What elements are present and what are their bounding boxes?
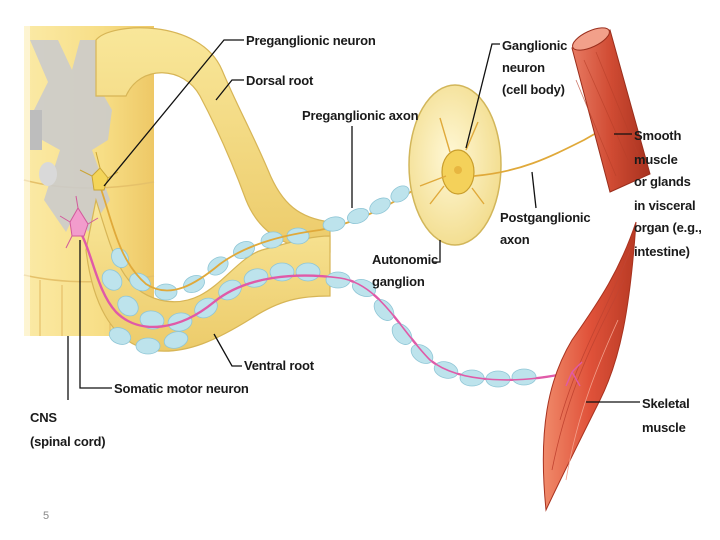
label-smooth-muscle-5: organ (e.g., bbox=[634, 220, 702, 235]
label-ganglionic-neuron-1: Ganglionic bbox=[502, 38, 567, 53]
label-autonomic-ganglion-1: Autonomic bbox=[372, 252, 438, 267]
somatic-myelin-distal bbox=[325, 271, 537, 388]
label-preganglionic-axon: Preganglionic axon bbox=[302, 108, 419, 123]
label-smooth-muscle-1: Smooth bbox=[634, 128, 681, 143]
label-smooth-muscle-2: muscle bbox=[634, 152, 678, 167]
autonomic-ganglion bbox=[408, 84, 502, 246]
preganglionic-myelin-distal bbox=[322, 185, 410, 232]
leader-lines bbox=[67, 39, 640, 403]
label-postganglionic-axon-2: axon bbox=[500, 232, 530, 247]
label-somatic-motor-neuron: Somatic motor neuron bbox=[114, 381, 249, 396]
skeletal-muscle bbox=[542, 221, 637, 512]
label-skeletal-muscle-1: Skeletal bbox=[642, 396, 690, 411]
label-cns-1: CNS bbox=[30, 410, 57, 425]
label-postganglionic-axon-1: Postganglionic bbox=[500, 210, 590, 225]
label-ganglionic-neuron-2: neuron bbox=[502, 60, 545, 75]
page-number: 5 bbox=[43, 510, 49, 522]
label-smooth-muscle-3: or glands bbox=[634, 174, 691, 189]
label-dorsal-root: Dorsal root bbox=[246, 73, 314, 88]
label-preganglionic-neuron: Preganglionic neuron bbox=[246, 33, 376, 48]
label-smooth-muscle-4: in visceral bbox=[634, 198, 695, 213]
label-ventral-root: Ventral root bbox=[244, 358, 315, 373]
postganglionic-axon-line bbox=[473, 131, 599, 177]
label-smooth-muscle-6: intestine) bbox=[634, 244, 690, 259]
somatic-motor-neuron-body bbox=[59, 195, 99, 249]
label-ganglionic-neuron-3: (cell body) bbox=[502, 82, 565, 97]
label-cns-2: (spinal cord) bbox=[30, 434, 105, 449]
label-autonomic-ganglion-2: ganglion bbox=[372, 274, 425, 289]
smooth-muscle-organ bbox=[571, 27, 651, 193]
label-skeletal-muscle-2: muscle bbox=[642, 420, 686, 435]
